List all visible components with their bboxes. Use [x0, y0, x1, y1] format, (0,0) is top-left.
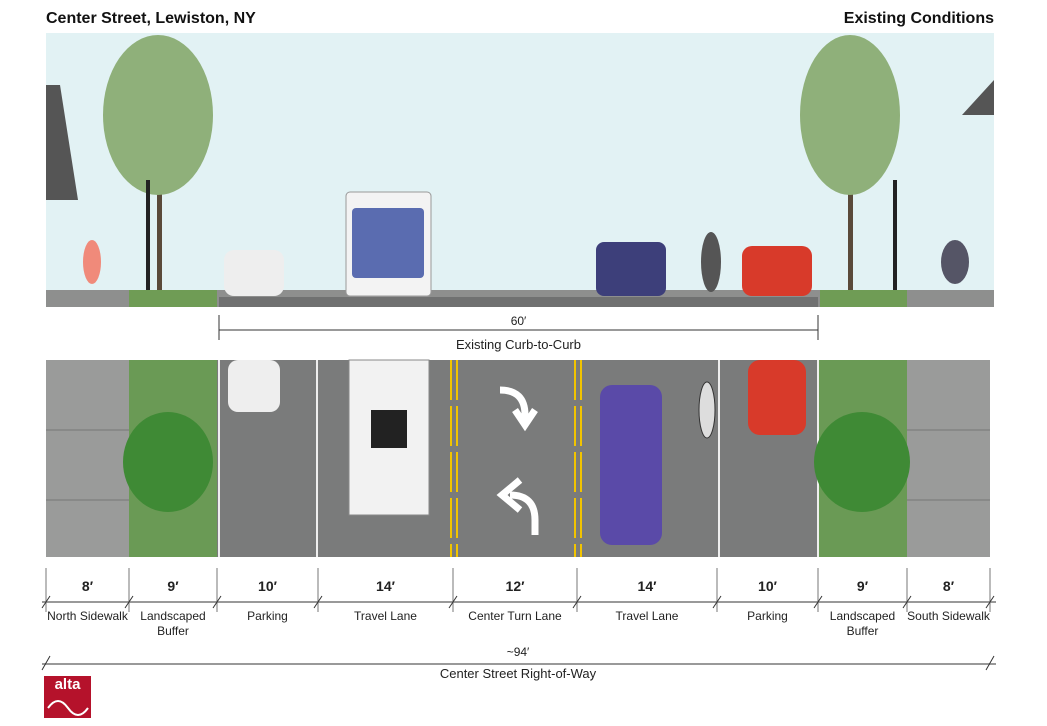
- plan-vehicles: [123, 359, 910, 545]
- pedestrian-icon: [83, 240, 101, 284]
- segment-dimension-lines: [41, 568, 996, 671]
- elevation-view: [46, 33, 994, 307]
- street-lamp-icon: [146, 180, 150, 290]
- segment-label: South Sidewalk: [907, 609, 990, 623]
- diagram-subtitle: Existing Conditions: [843, 10, 994, 27]
- segment-width: 10′: [258, 578, 277, 594]
- dim-slash: [572, 595, 582, 609]
- segment-width: 8′: [81, 578, 94, 594]
- segment-width: 14′: [637, 578, 657, 594]
- south-buffer-elev: [820, 290, 907, 307]
- curb-dimension-line: [218, 315, 819, 340]
- dim-slash: [985, 655, 995, 671]
- segment-label: Parking: [747, 609, 788, 623]
- car-icon: [596, 242, 666, 296]
- dim-slash: [212, 595, 222, 609]
- north-building: [46, 85, 78, 200]
- dim-slash: [448, 595, 458, 609]
- family-icon: [941, 240, 969, 284]
- tree-icon: [800, 35, 900, 290]
- dim-slash: [813, 595, 823, 609]
- dim-slash: [41, 595, 51, 609]
- parked-car-icon: [228, 360, 280, 412]
- segment-label: Travel Lane: [354, 609, 417, 623]
- segment-label: Parking: [247, 609, 288, 623]
- segment-width: 9′: [167, 578, 179, 594]
- cyclist-icon: [701, 232, 721, 292]
- road-elev: [219, 297, 818, 307]
- dim-slash: [985, 595, 995, 609]
- segment-width: 14′: [376, 578, 395, 594]
- alta-logo: alta: [44, 676, 91, 718]
- curb-label: Existing Curb-to-Curb: [456, 337, 581, 352]
- tree-icon: [103, 35, 213, 290]
- segment-label: North Sidewalk: [47, 609, 128, 623]
- street-lamp-icon: [893, 180, 897, 290]
- south-building: [962, 80, 994, 115]
- plan-segment-sidewalk: [907, 360, 990, 557]
- segment-label: Landscaped Buffer: [829, 609, 896, 638]
- row-width: ~94′: [506, 645, 530, 659]
- segment-width: 8′: [942, 578, 955, 594]
- curb-width: 60′: [510, 314, 527, 328]
- dim-slash: [712, 595, 722, 609]
- car-icon: [600, 385, 662, 545]
- shrub-icon: [123, 412, 213, 512]
- dim-slash: [41, 655, 51, 671]
- shrub-icon: [814, 412, 910, 512]
- parked-car-icon: [748, 360, 806, 435]
- segment-label: Landscaped Buffer: [140, 609, 206, 638]
- left-turn-arrow-icon: [496, 477, 539, 535]
- bicycle-icon: [698, 381, 716, 439]
- dim-slash: [124, 595, 134, 609]
- dim-slash: [313, 595, 323, 609]
- north-buffer-elev: [129, 290, 217, 307]
- segment-label: Center Turn Lane: [468, 609, 562, 623]
- segment-label: Travel Lane: [615, 609, 679, 623]
- segment-width: 9′: [856, 578, 869, 594]
- diagram-title: Center Street, Lewiston, NY: [46, 10, 256, 27]
- dim-slash: [902, 595, 912, 609]
- segment-width: 10′: [758, 578, 777, 594]
- right-turn-arrow-icon: [499, 386, 538, 432]
- plan-segment-sidewalk: [46, 360, 129, 557]
- parked-car-icon: [224, 250, 284, 296]
- parked-car-icon: [742, 246, 812, 296]
- row-label: Center Street Right-of-Way: [439, 666, 597, 681]
- segment-width: 12′: [505, 578, 525, 594]
